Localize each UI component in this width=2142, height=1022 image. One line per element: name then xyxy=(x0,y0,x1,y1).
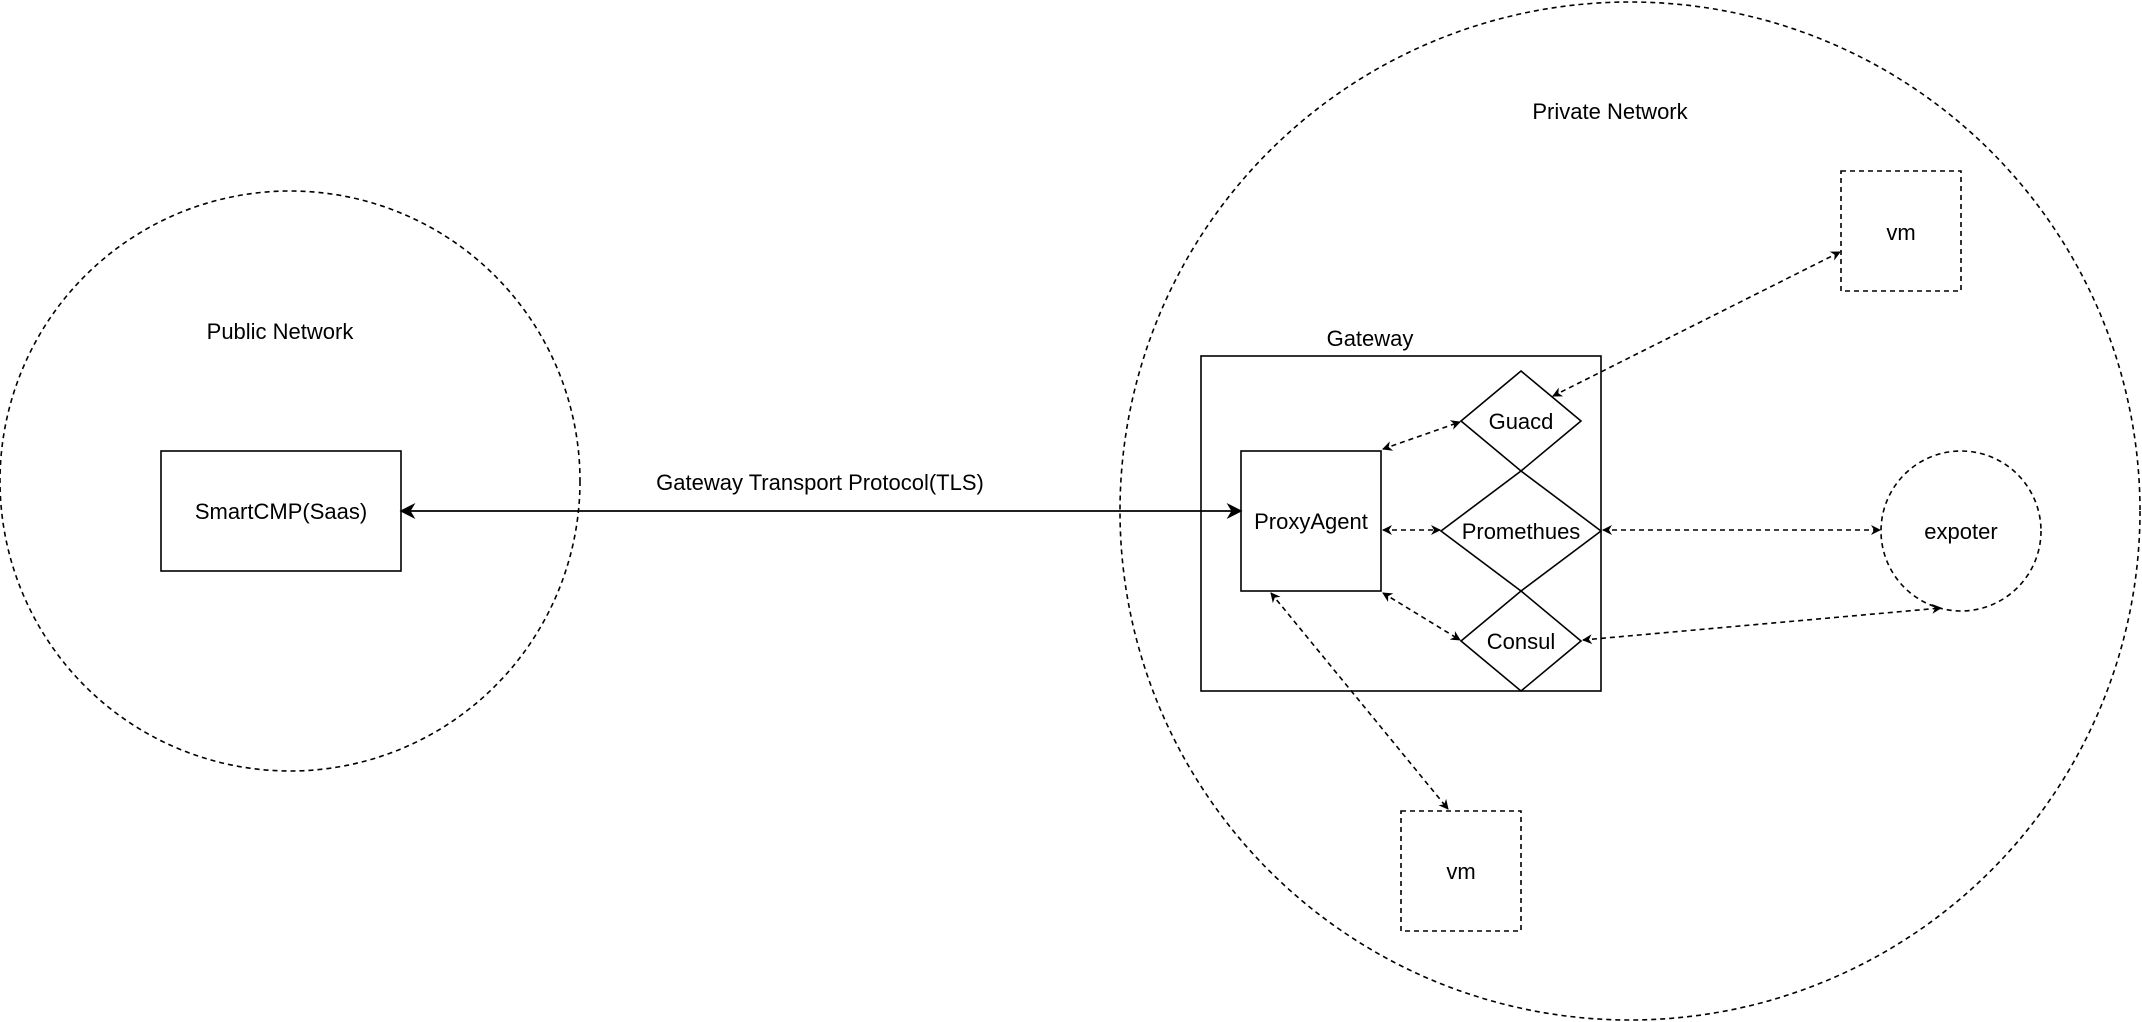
vm-top-box[interactable] xyxy=(1840,170,1962,292)
public-network-label: Public Network xyxy=(207,319,355,344)
guacd-label: Guacd xyxy=(1489,409,1554,434)
private-network-zone: Private Network xyxy=(1119,1,2141,1021)
proxyagent-node[interactable]: ProxyAgent xyxy=(1240,450,1382,592)
edge-guacd-vm xyxy=(1552,251,1841,397)
consul-node[interactable]: Consul xyxy=(1459,589,1583,693)
guacd-node[interactable]: Guacd xyxy=(1459,369,1583,473)
vm-top-node[interactable]: vm xyxy=(1840,170,1962,292)
vm-top-label: vm xyxy=(1886,220,1915,245)
vm-bottom-box[interactable] xyxy=(1400,810,1522,932)
promethues-node[interactable]: Promethues xyxy=(1439,470,1603,592)
transport-edge: Gateway Transport Protocol(TLS) xyxy=(399,470,1243,519)
gateway-label: Gateway xyxy=(1327,326,1414,351)
consul-label: Consul xyxy=(1487,629,1555,654)
edge-proxyagent-guacd xyxy=(1382,420,1461,451)
smartcmp-label: SmartCMP(Saas) xyxy=(195,499,367,524)
private-network-boundary xyxy=(1119,1,2141,1021)
expoter-circle[interactable] xyxy=(1880,450,2042,612)
private-network-label: Private Network xyxy=(1532,99,1688,124)
transport-label: Gateway Transport Protocol(TLS) xyxy=(656,470,984,495)
vm-bottom-label: vm xyxy=(1446,859,1475,884)
promethues-label: Promethues xyxy=(1462,519,1581,544)
public-network-zone: Public Network xyxy=(0,190,581,772)
public-network-boundary xyxy=(0,190,581,772)
expoter-label: expoter xyxy=(1924,519,1997,544)
vm-bottom-node[interactable]: vm xyxy=(1400,810,1522,932)
smartcmp-node[interactable]: SmartCMP(Saas) xyxy=(160,450,402,572)
edge-proxyagent-consul xyxy=(1382,592,1461,641)
consul-diamond[interactable] xyxy=(1459,589,1583,693)
edge-consul-expoter xyxy=(1582,603,1942,645)
connectors xyxy=(1270,251,1942,810)
proxyagent-box[interactable] xyxy=(1240,450,1382,592)
edge-proxyagent-vm xyxy=(1270,592,1449,810)
proxyagent-label: ProxyAgent xyxy=(1254,509,1368,534)
expoter-node[interactable]: expoter xyxy=(1880,450,2042,612)
smartcmp-box[interactable] xyxy=(160,450,402,572)
